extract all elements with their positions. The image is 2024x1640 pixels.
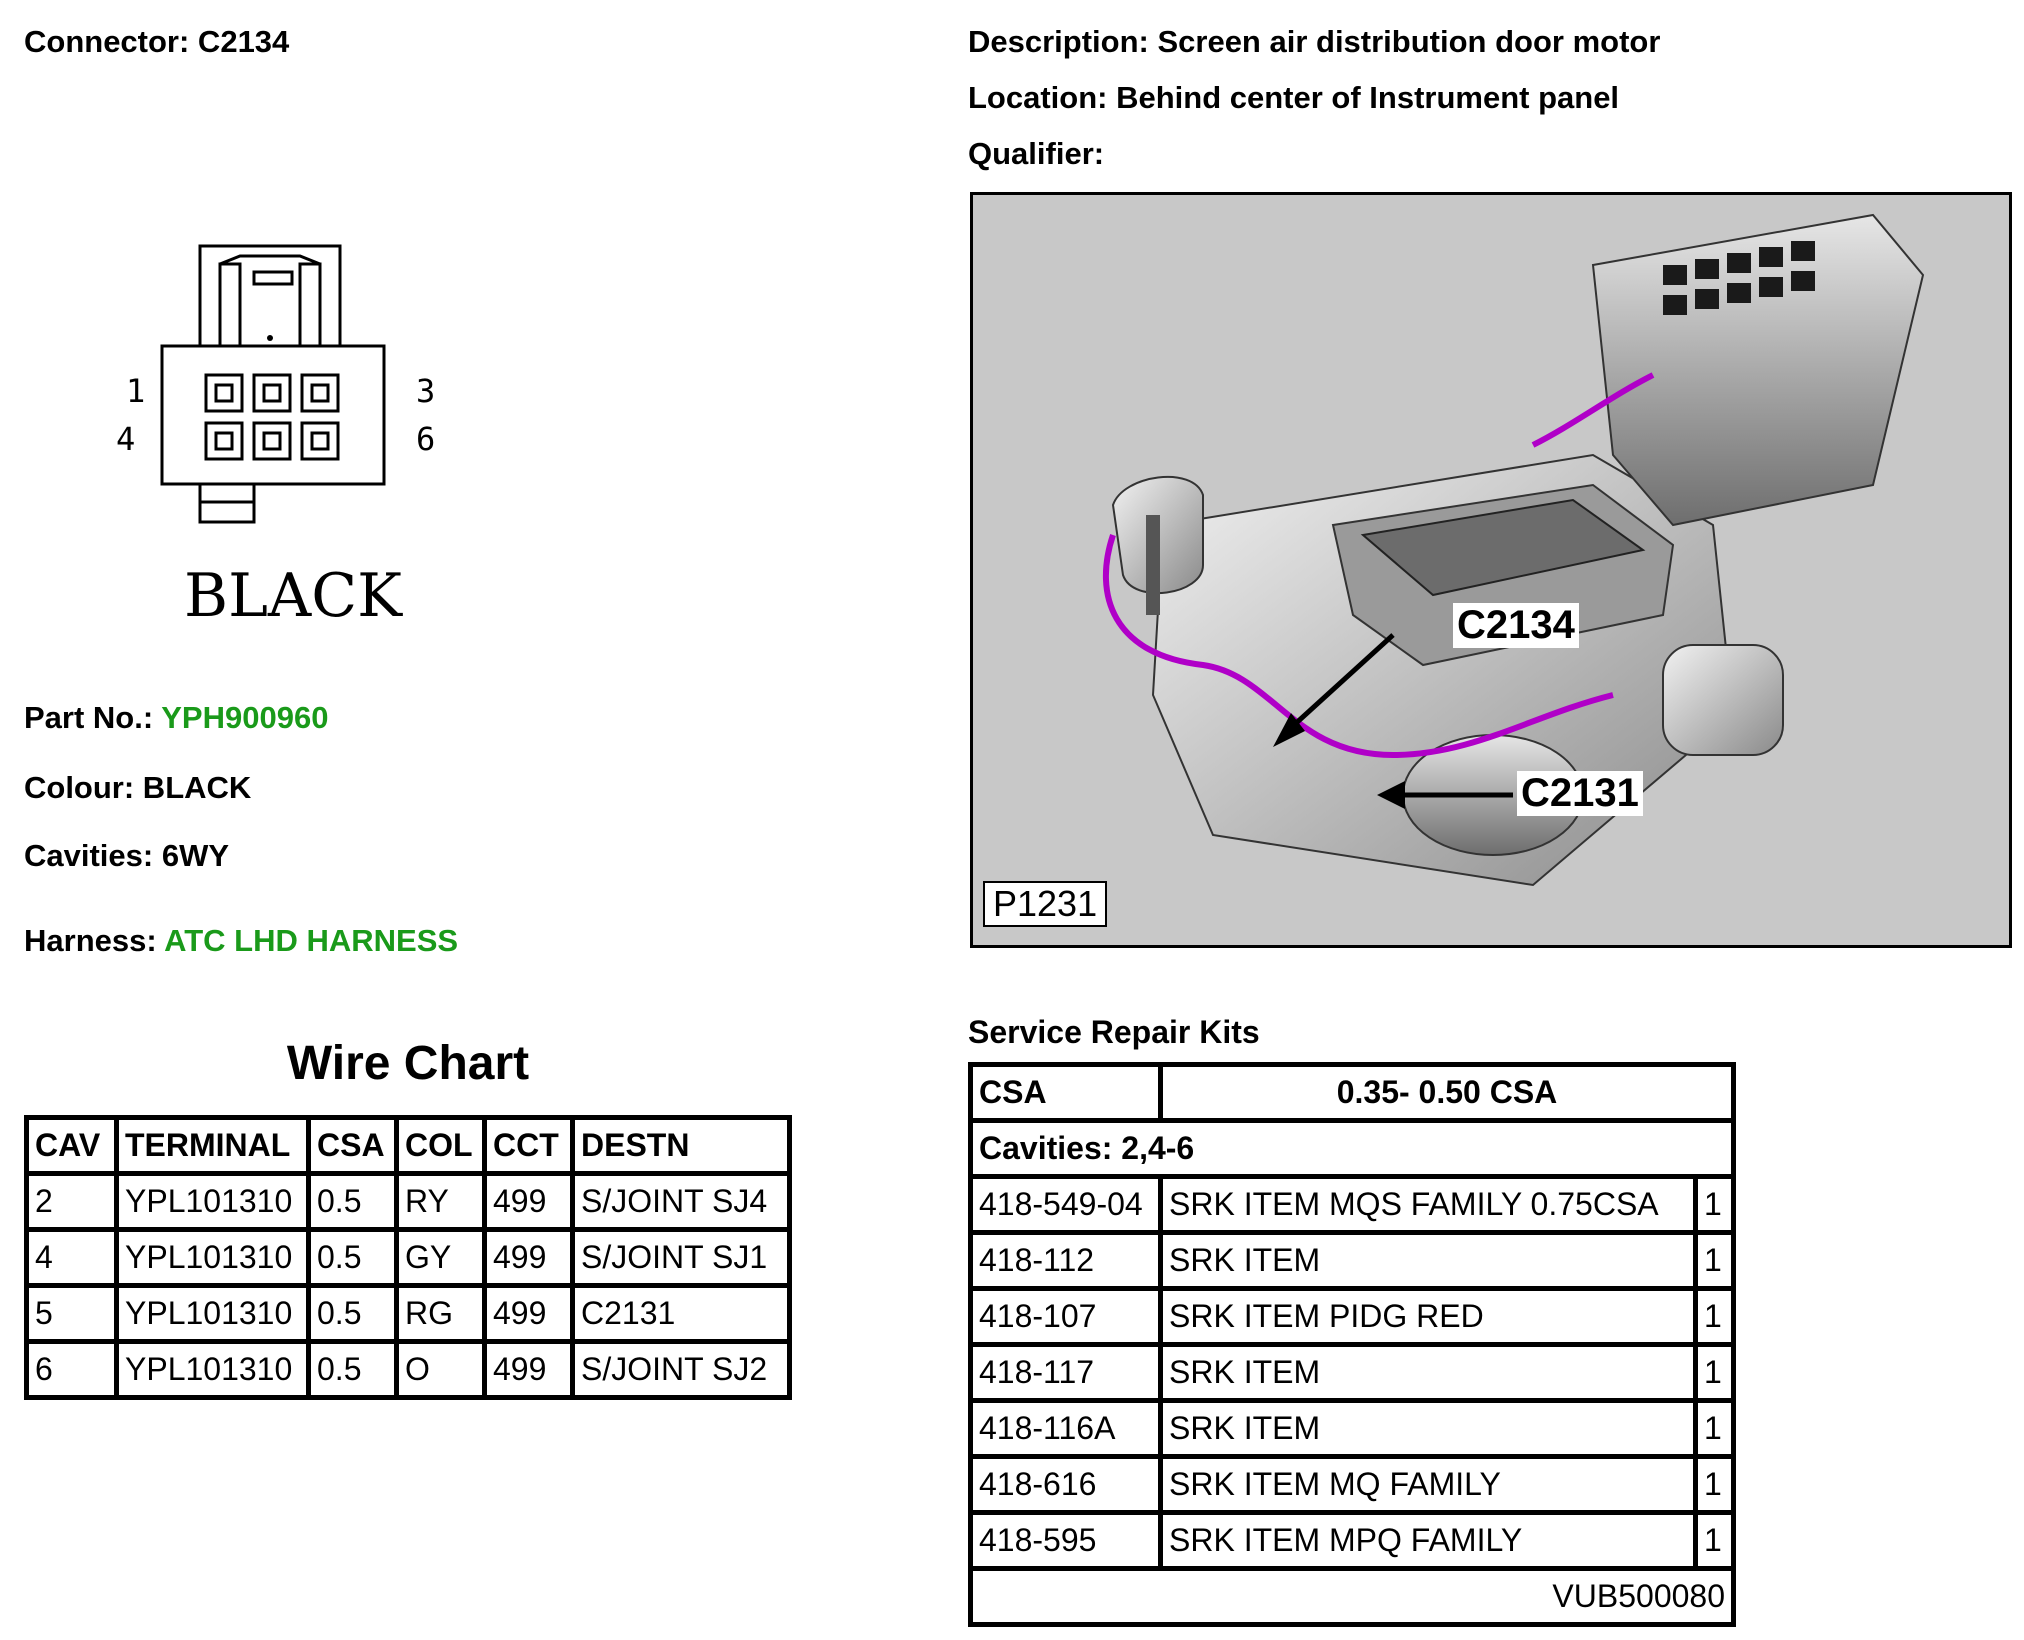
cell: RG (394, 1283, 487, 1344)
wire-chart-header: CAV TERMINAL CSA COL CCT DESTN (24, 1115, 792, 1176)
table-row: 418-616 SRK ITEM MQ FAMILY 1 (968, 1454, 1736, 1515)
harness-label: Harness: (24, 923, 157, 958)
cell: S/JOINT SJ2 (570, 1339, 792, 1400)
csa-value: 0.35- 0.50 CSA (1158, 1062, 1736, 1123)
table-row: 418-117 SRK ITEM 1 (968, 1342, 1736, 1403)
col-header: COL (394, 1115, 487, 1176)
cell: 499 (482, 1283, 575, 1344)
kit-quantity: 1 (1693, 1174, 1736, 1235)
kit-description: SRK ITEM MQS FAMILY 0.75CSA (1158, 1174, 1698, 1235)
kit-quantity: 1 (1693, 1398, 1736, 1459)
kit-description: SRK ITEM (1158, 1230, 1698, 1291)
kit-description: SRK ITEM MQ FAMILY (1158, 1454, 1698, 1515)
cell: 0.5 (306, 1283, 399, 1344)
pin-6-label: 6 (416, 420, 435, 458)
kit-number: 418-117 (968, 1342, 1163, 1403)
harness-link[interactable]: ATC LHD HARNESS (164, 923, 459, 958)
connector-label: Connector: C2134 (24, 24, 290, 59)
cell: 0.5 (306, 1339, 399, 1400)
kit-number: 418-616 (968, 1454, 1163, 1515)
cavities-row: Cavities: 2,4-6 (968, 1118, 1736, 1179)
cell: 499 (482, 1171, 575, 1232)
pin-4-label: 4 (116, 420, 135, 458)
kit-description: SRK ITEM MPQ FAMILY (1158, 1510, 1698, 1571)
cell: 499 (482, 1227, 575, 1288)
pin-1-label: 1 (126, 372, 145, 410)
table-row: 5 YPL101310 0.5 RG 499 C2131 (24, 1283, 792, 1344)
kit-quantity: 1 (1693, 1286, 1736, 1347)
cell: 0.5 (306, 1227, 399, 1288)
repair-kits-title: Service Repair Kits (968, 1014, 1260, 1050)
kit-number: 418-116A (968, 1398, 1163, 1459)
callout-c2131: C2131 (1517, 771, 1643, 816)
kit-description: SRK ITEM PIDG RED (1158, 1286, 1698, 1347)
cell: YPL101310 (114, 1227, 311, 1288)
table-row: 4 YPL101310 0.5 GY 499 S/JOINT SJ1 (24, 1227, 792, 1288)
kit-quantity: 1 (1693, 1342, 1736, 1403)
location-photo: C2134 C2131 P1231 (970, 192, 2012, 948)
cell: GY (394, 1227, 487, 1288)
cell: YPL101310 (114, 1171, 311, 1232)
cavities-text: Cavities: 6WY (24, 838, 230, 873)
table-row: 418-107 SRK ITEM PIDG RED 1 (968, 1286, 1736, 1347)
pin-3-label: 3 (416, 372, 435, 410)
cell: C2131 (570, 1283, 792, 1344)
kit-reference: VUB500080 (968, 1566, 1736, 1627)
kit-number: 418-107 (968, 1286, 1163, 1347)
part-number: Part No.: YPH900960 (24, 700, 328, 736)
kit-quantity: 1 (1693, 1454, 1736, 1515)
part-number-label: Part No.: (24, 700, 154, 735)
kit-number: 418-112 (968, 1230, 1163, 1291)
col-header: CAV (24, 1115, 119, 1176)
repair-kits-table: CSA 0.35- 0.50 CSA Cavities: 2,4-6 418-5… (968, 1062, 1736, 1627)
footer-row: VUB500080 (968, 1566, 1736, 1627)
kit-description: SRK ITEM (1158, 1398, 1698, 1459)
col-header: DESTN (570, 1115, 792, 1176)
cell: YPL101310 (114, 1283, 311, 1344)
cell: RY (394, 1171, 487, 1232)
cell: O (394, 1339, 487, 1400)
csa-row: CSA 0.35- 0.50 CSA (968, 1062, 1736, 1123)
photo-reference: P1231 (983, 881, 1108, 927)
connector-face-diagram: 1 4 3 6 BLACK (116, 244, 435, 630)
kit-quantity: 1 (1693, 1510, 1736, 1571)
col-header: CCT (482, 1115, 575, 1176)
cell: 0.5 (306, 1171, 399, 1232)
col-header: TERMINAL (114, 1115, 311, 1176)
table-row: 6 YPL101310 0.5 O 499 S/JOINT SJ2 (24, 1339, 792, 1400)
location-text: Location: Behind center of Instrument pa… (968, 80, 1620, 115)
description-text: Description: Screen air distribution doo… (968, 24, 1661, 59)
cell: 6 (24, 1339, 119, 1400)
part-number-link[interactable]: YPH900960 (161, 700, 329, 735)
cell: 2 (24, 1171, 119, 1232)
cell: YPL101310 (114, 1339, 311, 1400)
qualifier-text: Qualifier: (968, 136, 1105, 171)
kit-cavities: Cavities: 2,4-6 (968, 1118, 1736, 1179)
connector-colour-text: BLACK (184, 561, 403, 630)
kit-quantity: 1 (1693, 1230, 1736, 1291)
kit-number: 418-549-04 (968, 1174, 1163, 1235)
table-row: 418-116A SRK ITEM 1 (968, 1398, 1736, 1459)
cell: 499 (482, 1339, 575, 1400)
wire-chart-table: CAV TERMINAL CSA COL CCT DESTN 2 YPL1013… (24, 1115, 792, 1400)
cell: 5 (24, 1283, 119, 1344)
cell: 4 (24, 1227, 119, 1288)
col-header: CSA (306, 1115, 399, 1176)
colour-text: Colour: BLACK (24, 770, 252, 805)
cell: S/JOINT SJ1 (570, 1227, 792, 1288)
kit-number: 418-595 (968, 1510, 1163, 1571)
csa-label: CSA (968, 1062, 1163, 1123)
table-row: 418-549-04 SRK ITEM MQS FAMILY 0.75CSA 1 (968, 1174, 1736, 1235)
table-row: 418-595 SRK ITEM MPQ FAMILY 1 (968, 1510, 1736, 1571)
harness: Harness: ATC LHD HARNESS (24, 923, 458, 959)
callout-c2134: C2134 (1453, 603, 1579, 648)
wire-chart-title: Wire Chart (286, 1037, 530, 1090)
table-row: 418-112 SRK ITEM 1 (968, 1230, 1736, 1291)
table-row: 2 YPL101310 0.5 RY 499 S/JOINT SJ4 (24, 1171, 792, 1232)
kit-description: SRK ITEM (1158, 1342, 1698, 1403)
cell: S/JOINT SJ4 (570, 1171, 792, 1232)
